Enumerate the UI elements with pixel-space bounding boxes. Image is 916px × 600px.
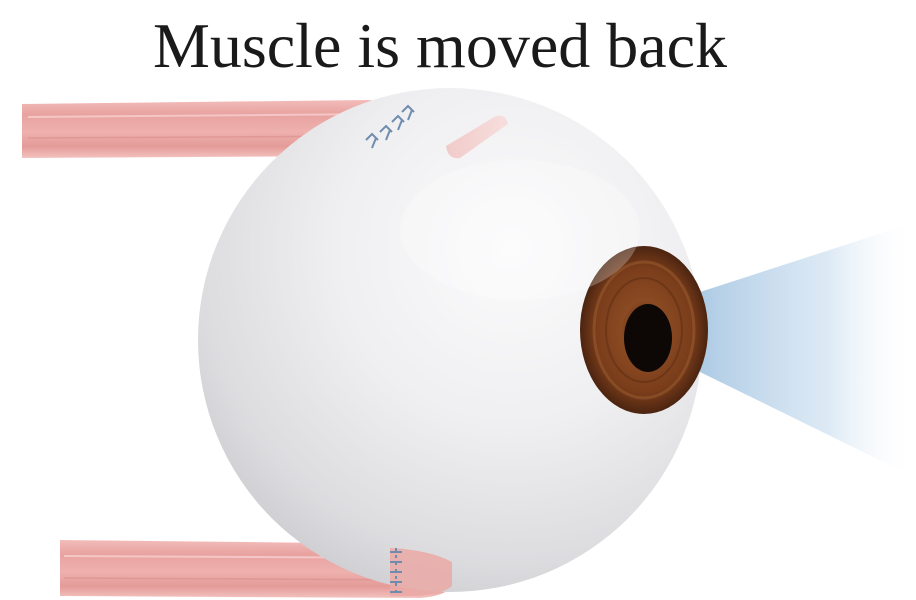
pupil <box>624 304 672 372</box>
light-cone <box>700 222 916 478</box>
